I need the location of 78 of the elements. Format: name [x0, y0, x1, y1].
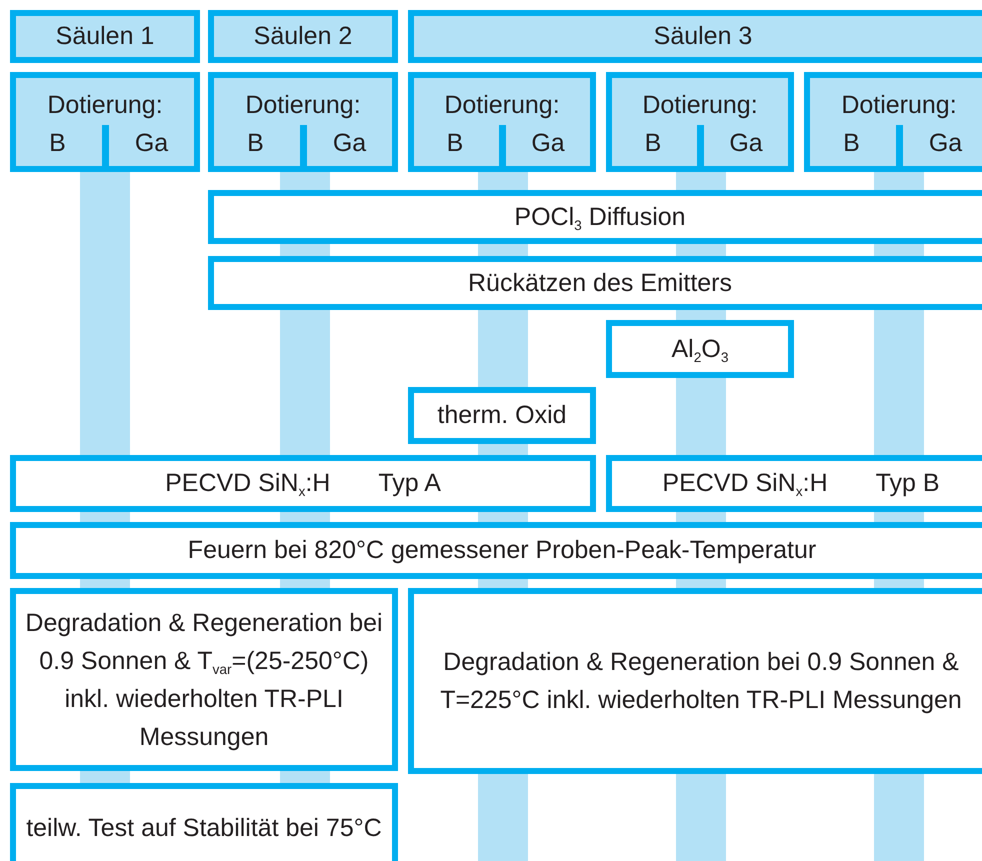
column-header [208, 10, 398, 63]
dopant-label: Ga [530, 128, 566, 158]
doping-box [408, 72, 596, 172]
column-band-segment [80, 771, 130, 783]
dopant-label: B [246, 128, 265, 158]
column-band-segment [280, 244, 330, 256]
process-box [408, 387, 596, 444]
doping-label: Dotierung: [47, 90, 163, 120]
column-band-segment [478, 444, 528, 455]
column-band-segment [676, 244, 726, 256]
dopant-label: Ga [332, 128, 368, 158]
process-label: Degradation & Regeneration bei 0.9 Sonnen & T=225°C inkl. wiederholten TR-PLI Messungen [439, 647, 963, 716]
dopant-label: Ga [928, 128, 964, 158]
process-box [606, 455, 982, 512]
process-label: Typ B [876, 468, 940, 500]
column-header [10, 10, 200, 63]
column-band-segment [280, 172, 330, 190]
dopant-label: B [446, 128, 464, 158]
doping-box [804, 72, 982, 172]
process-label: Degradation & Regeneration bei 0.9 Sonnen & T$_{var}$=(25-250°C) inkl. wiederholten TR-PLI Messungen [24, 608, 384, 752]
column-band-segment [478, 172, 528, 190]
process-box [10, 522, 982, 579]
column-band-segment [80, 578, 130, 588]
process-label: Säulen 2 [252, 21, 354, 52]
doping-label: Dotierung: [642, 90, 758, 120]
column-band-segment [676, 378, 726, 455]
process-label: POCl$_{3}$ Diffusion [513, 202, 687, 235]
dopant-label: B [842, 128, 861, 158]
column-band-segment [80, 172, 130, 455]
column-band-segment [874, 244, 924, 256]
dopant-label: Ga [134, 128, 170, 158]
process-label: Typ A [378, 468, 441, 500]
column-band-segment [478, 511, 528, 522]
process-box [10, 455, 596, 512]
column-band-segment [676, 578, 726, 588]
column-band-segment [280, 578, 330, 588]
column-band-segment [874, 774, 924, 861]
column-band-segment [676, 774, 726, 861]
process-label: Säulen 3 [652, 21, 754, 52]
dopant-label: Ga [728, 128, 764, 158]
column-band-segment [676, 172, 726, 190]
doping-label: Dotierung: [841, 90, 957, 120]
process-box [208, 190, 982, 244]
dopant-label: B [48, 128, 67, 158]
process-box [10, 783, 398, 861]
process-label: Al$_{2}$O$_{3}$ [670, 334, 730, 367]
doping-box [208, 72, 398, 172]
process-label: teilw. Test auf Stabilität bei 75°C [25, 813, 383, 844]
process-label: Feuern bei 820°C gemessener Proben-Peak-Temperatur [186, 535, 818, 566]
column-band-segment [280, 771, 330, 783]
column-band-segment [478, 310, 528, 387]
process-box [606, 320, 794, 378]
column-band-segment [874, 511, 924, 522]
doping-box [606, 72, 794, 172]
process-label: PECVD SiN$_{x}$:H [165, 468, 330, 502]
doping-label: Dotierung: [245, 90, 361, 120]
process-label: therm. Oxid [436, 400, 568, 432]
column-band-segment [80, 511, 130, 522]
dopant-label: B [644, 128, 662, 158]
process-label: PECVD SiN$_{x}$:H [662, 468, 828, 502]
column-band-segment [280, 511, 330, 522]
doping-label: Dotierung: [444, 90, 560, 120]
process-label: Rückätzen des Emitters [467, 268, 733, 299]
column-band-segment [280, 310, 330, 455]
column-band-segment [676, 310, 726, 320]
doping-box [10, 72, 200, 172]
process-box [208, 256, 982, 310]
column-band-segment [676, 511, 726, 522]
column-band-segment [478, 774, 528, 861]
column-band-segment [478, 244, 528, 256]
column-band-segment [478, 578, 528, 588]
column-header [408, 10, 982, 63]
process-box [10, 588, 398, 771]
process-box [408, 588, 982, 774]
column-band-segment [874, 310, 924, 455]
column-band-segment [874, 578, 924, 588]
column-band-segment [874, 172, 924, 190]
process-label: Säulen 1 [54, 21, 156, 52]
